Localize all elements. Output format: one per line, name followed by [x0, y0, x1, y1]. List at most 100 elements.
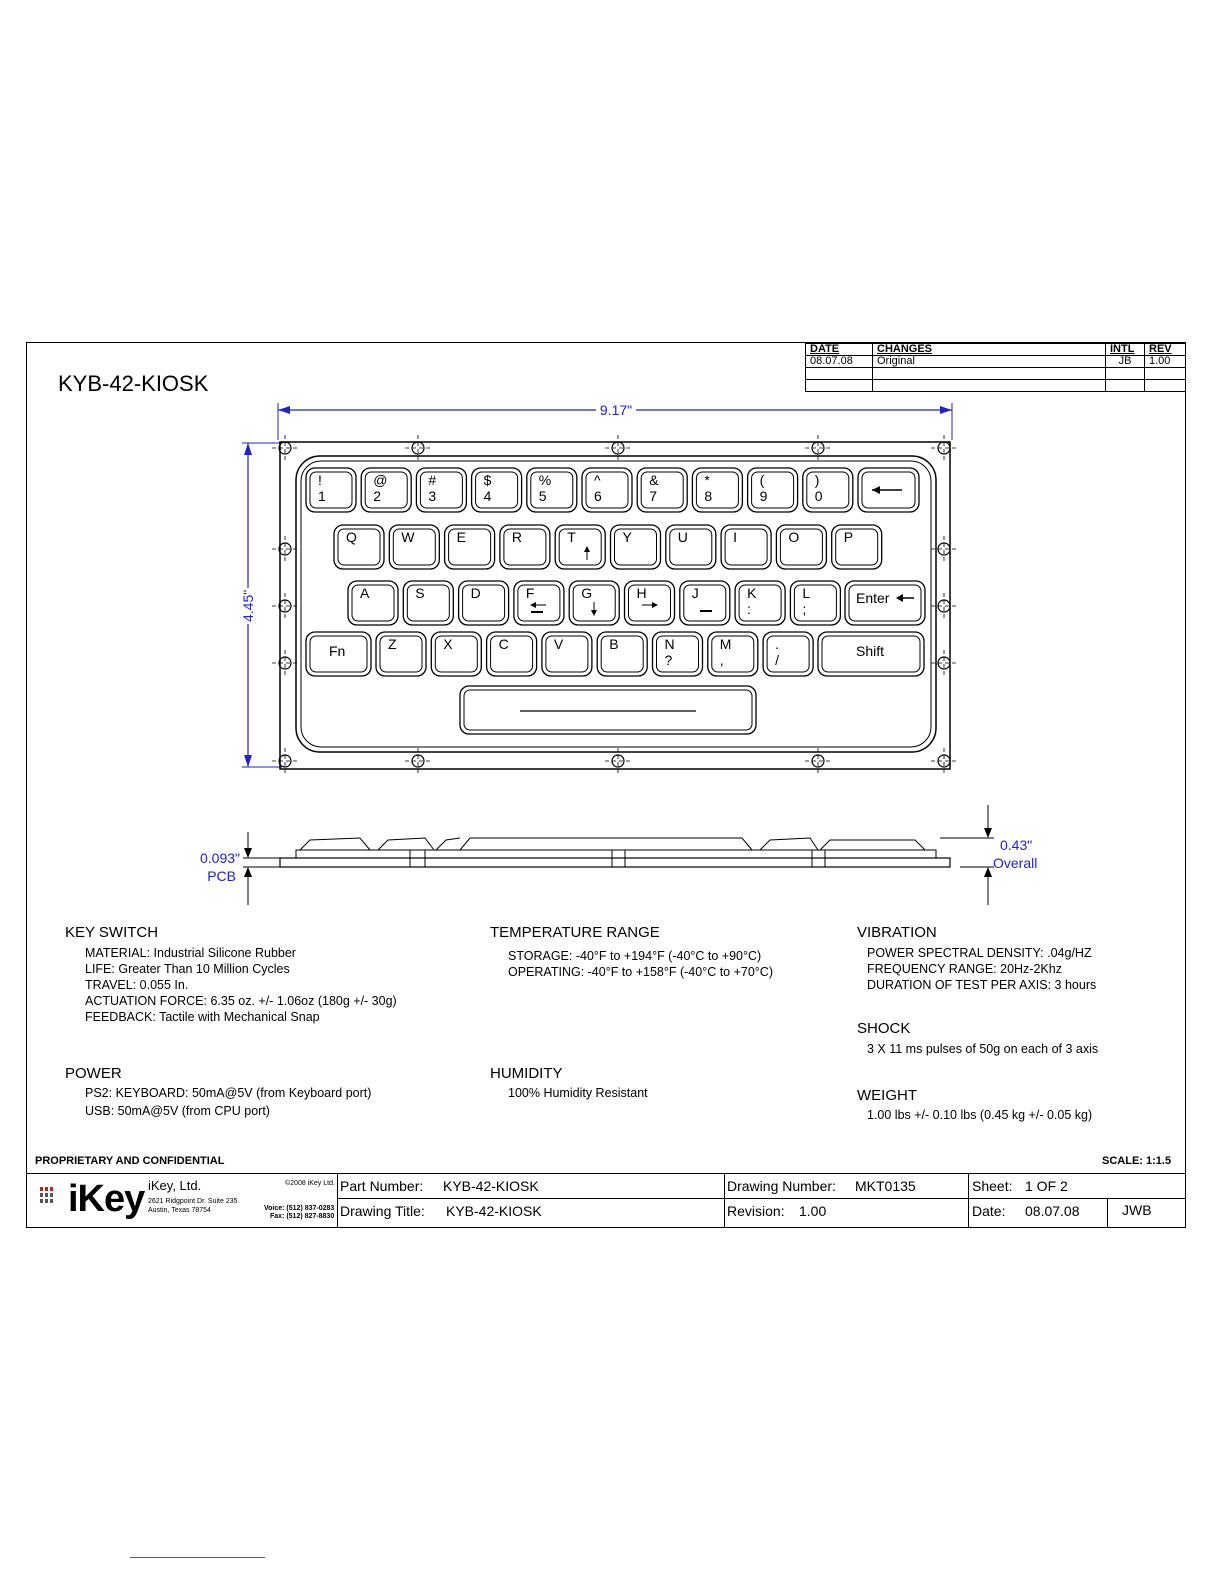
- width-dimension: 9.17": [600, 402, 632, 418]
- key-o: O: [775, 524, 828, 570]
- spec-line: USB: 50mA@5V (from CPU port): [85, 1104, 270, 1118]
- key-legend: P: [844, 529, 853, 545]
- mounting-hole: [405, 748, 431, 774]
- key-k: K:: [734, 580, 786, 626]
- key-legend: 3: [428, 488, 436, 504]
- mounting-hole: [605, 435, 631, 461]
- key-legend: G: [581, 585, 592, 601]
- divider: [1107, 1198, 1108, 1228]
- part-number-label: Part Number:: [340, 1178, 424, 1194]
- key-period: ./: [762, 631, 814, 677]
- key-legend: *: [704, 472, 710, 488]
- key-n: N?: [651, 631, 704, 677]
- proprietary-notice: PROPRIETARY AND CONFIDENTIAL: [35, 1155, 225, 1167]
- mounting-hole: [931, 536, 957, 562]
- key-m: M,: [707, 631, 759, 677]
- key-legend: D: [471, 585, 481, 601]
- key-x: X: [430, 631, 482, 677]
- key-legend: $: [484, 472, 492, 488]
- fax-number: Fax: (512) 827-8830: [270, 1213, 335, 1220]
- ikey-logo: iKey: [68, 1178, 145, 1220]
- spec-line: 1.00 lbs +/- 0.10 lbs (0.45 kg +/- 0.05 …: [867, 1108, 1093, 1122]
- spec-line: 100% Humidity Resistant: [508, 1086, 648, 1100]
- mounting-hole: [931, 435, 957, 461]
- key-legend: ;: [802, 601, 806, 617]
- key-legend: T: [567, 529, 576, 545]
- key-legend: Y: [623, 529, 633, 545]
- revision-table: DATE CHANGES INTL REV 08.07.08 Original …: [805, 343, 1186, 392]
- key-legend: W: [401, 529, 415, 545]
- table-cell: [1144, 379, 1186, 392]
- divider: [337, 1173, 338, 1228]
- key-legend: X: [443, 636, 453, 652]
- scale-label: SCALE: 1:1.5: [1102, 1155, 1172, 1167]
- humidity-title: HUMIDITY: [490, 1065, 563, 1082]
- voice-number: Voice: (512) 837-0283: [264, 1205, 335, 1212]
- key-legend: Q: [346, 529, 357, 545]
- key-legend: E: [457, 529, 466, 545]
- key-f: F: [513, 580, 565, 626]
- key-legend: 0: [815, 488, 823, 504]
- date-value: 08.07.08: [1025, 1203, 1080, 1219]
- enter-key: Enter: [844, 580, 926, 626]
- pcb-thickness-dimension: 0.093": [200, 850, 240, 866]
- spec-line: OPERATING: -40°F to +158°F (-40°C to +70…: [508, 965, 773, 979]
- mounting-holes: [272, 435, 957, 774]
- key-d: D: [457, 580, 510, 626]
- divider: [130, 1557, 265, 1558]
- shock-specs: 3 X 11 ms pulses of 50g on each of 3 axi…: [867, 1041, 1098, 1057]
- spec-line: 3 X 11 ms pulses of 50g on each of 3 axi…: [867, 1042, 1099, 1056]
- key-b: B: [596, 631, 648, 677]
- mounting-hole: [272, 650, 298, 676]
- key-s: S: [402, 580, 454, 626]
- key-legend: 6: [594, 488, 602, 504]
- spec-line: FREQUENCY RANGE: 20Hz-2Khz: [867, 962, 1062, 976]
- key-legend: 4: [484, 488, 492, 504]
- spec-line: LIFE: Greater Than 10 Million Cycles: [85, 962, 290, 976]
- temperature-title: TEMPERATURE RANGE: [490, 924, 660, 941]
- drawing-title: KYB-42-KIOSK: [58, 371, 209, 396]
- key-legend: #: [428, 472, 436, 488]
- table-row: [805, 379, 1186, 392]
- pcb-label: PCB: [207, 868, 236, 884]
- key-legend: 9: [760, 488, 768, 504]
- shift-key: Shift: [817, 631, 925, 677]
- part-number-value: KYB-42-KIOSK: [443, 1178, 539, 1194]
- divider: [968, 1173, 969, 1228]
- mounting-hole: [272, 593, 298, 619]
- mounting-hole: [272, 748, 298, 774]
- sheet-value: 1 OF 2: [1025, 1178, 1068, 1194]
- key-4: $4: [470, 467, 523, 513]
- key-legend: :: [747, 601, 751, 617]
- divider: [337, 1198, 1186, 1199]
- key-2: @2: [360, 467, 412, 513]
- copyright: ©2008 iKey Ltd.: [285, 1180, 335, 1187]
- key-legend: L: [802, 585, 810, 601]
- key-9: (9: [746, 467, 799, 513]
- key-q: Q: [333, 524, 385, 570]
- drawing-number-label: Drawing Number:: [727, 1178, 836, 1194]
- key-legend: ): [815, 472, 820, 488]
- key-g: G: [568, 580, 620, 626]
- divider: [724, 1173, 725, 1228]
- mounting-hole: [272, 536, 298, 562]
- key-i: I: [720, 524, 772, 570]
- key-legend: I: [733, 529, 737, 545]
- company-name: iKey, Ltd.: [148, 1178, 202, 1193]
- revision-value: 1.00: [799, 1203, 827, 1219]
- weight-specs: 1.00 lbs +/- 0.10 lbs (0.45 kg +/- 0.05 …: [867, 1107, 1092, 1123]
- key-legend: &: [649, 472, 659, 488]
- key-l: L;: [789, 580, 842, 626]
- address-line-1: 2621 Ridgpoint Dr. Suite 235: [148, 1198, 238, 1205]
- mounting-hole: [931, 650, 957, 676]
- vibration-title: VIBRATION: [857, 924, 937, 941]
- key-w: W: [388, 524, 440, 570]
- key-legend: 2: [373, 488, 381, 504]
- sheet-label: Sheet:: [972, 1178, 1013, 1194]
- key-legend: K: [747, 585, 757, 601]
- spec-line: MATERIAL: Industrial Silicone Rubber: [85, 946, 296, 960]
- key-legend: ,: [720, 652, 724, 668]
- spec-line: FEEDBACK: Tactile with Mechanical Snap: [85, 1010, 320, 1024]
